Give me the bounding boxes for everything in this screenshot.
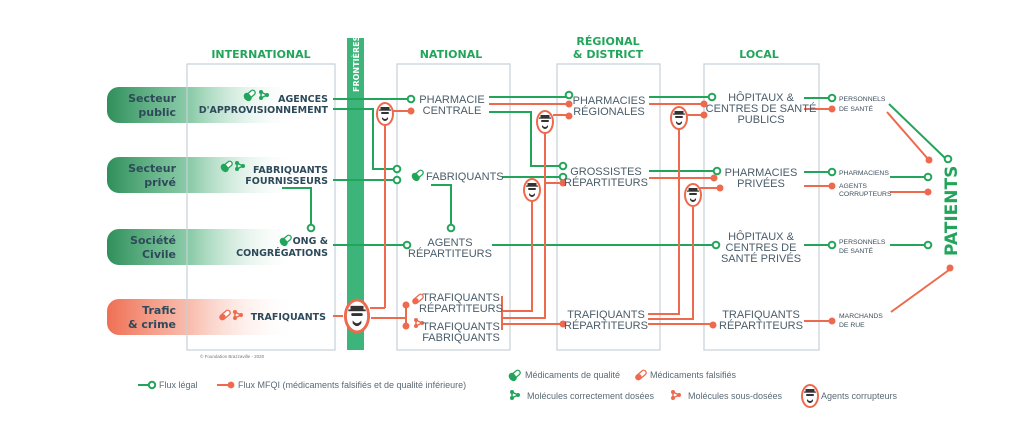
quality-medicine-icon xyxy=(409,168,425,184)
sector-band-civile: Société Civile xyxy=(107,229,297,265)
svg-text:Molécules correctement dosées: Molécules correctement dosées xyxy=(527,391,655,401)
node-trafiquants-fabriquants: FABRIQUANTS xyxy=(422,332,500,344)
column-header-regional: RÉGIONAL xyxy=(576,35,639,48)
copyright: © Foundation Brazzaville - 2020 xyxy=(200,353,265,359)
node-hopitaux-publics: CENTRES DE SANTÉ xyxy=(706,102,817,115)
node-trafiquants-local: TRAFIQUANTS xyxy=(722,309,800,321)
node-hopitaux-prives: CENTRES DE xyxy=(726,242,797,254)
correct-molecule-icon xyxy=(509,389,521,401)
corrupt-agent-icon xyxy=(523,178,541,202)
actor-personnels-sante: PERSONNELS xyxy=(839,96,886,103)
column-box-local xyxy=(703,63,820,351)
actor-agents-corrupteurs: CORRUPTEURS xyxy=(839,191,892,198)
corrupt-agent-frontier-icon xyxy=(343,298,371,334)
corrupt-agent-icon xyxy=(376,102,394,126)
node-fabriquants-fournisseurs: FOURNISSEURS xyxy=(245,176,328,187)
sector-label: Secteur xyxy=(128,162,176,175)
quality-medicine-icon xyxy=(506,368,522,384)
column-header-regional: & DISTRICT xyxy=(573,48,644,61)
node-grossistes: RÉPARTITEURS xyxy=(564,176,648,189)
svg-text:Agents corrupteurs: Agents corrupteurs xyxy=(821,391,898,401)
legal-flows xyxy=(282,96,946,246)
legend-mol-correct: Molécules correctement dosées xyxy=(509,389,655,401)
node-ong: ONG & xyxy=(293,236,328,247)
legend-med-qualite: Médicaments de qualité xyxy=(506,368,620,384)
node-fabriquants-national: FABRIQUANTS xyxy=(426,171,504,183)
node-hopitaux-publics: PUBLICS xyxy=(737,114,784,126)
svg-text:Flux MFQI (médicaments falsifi: Flux MFQI (médicaments falsifiés et de q… xyxy=(238,380,466,390)
column-header-local: LOCAL xyxy=(739,48,779,61)
sector-band-prive: Secteur privé xyxy=(107,157,297,193)
column-header-international: INTERNATIONAL xyxy=(211,48,310,61)
sector-label: public xyxy=(138,106,176,119)
sector-label: Secteur xyxy=(128,92,176,105)
node-pharmacies-regionales: PHARMACIES xyxy=(573,95,646,107)
legend: Flux légal Flux MFQI (médicaments falsif… xyxy=(138,368,898,408)
node-pharmacie-centrale: PHARMACIE xyxy=(419,94,484,106)
column-box-national xyxy=(396,63,511,351)
node-trafiquants-local: RÉPARTITEURS xyxy=(719,319,803,332)
node-agences: AGENCES xyxy=(278,94,328,105)
corrupt-agent-icon xyxy=(801,384,819,408)
node-pharmacies-regionales: RÉGIONALES xyxy=(573,105,645,118)
legend-agents-corr: Agents corrupteurs xyxy=(801,384,898,408)
svg-text:Médicaments de qualité: Médicaments de qualité xyxy=(525,370,620,380)
actor-marchands-rue: MARCHANDS xyxy=(839,313,883,320)
actor-agents-corrupteurs: AGENTS xyxy=(839,183,867,190)
falsified-medicine-icon xyxy=(634,368,648,382)
node-fabriquants-fournisseurs: FABRIQUANTS xyxy=(253,165,328,176)
node-grossistes: GROSSISTES xyxy=(570,166,642,178)
node-agents-repartiteurs: AGENTS xyxy=(427,237,472,249)
sector-label: & crime xyxy=(128,318,176,331)
node-pharmacies-privees: PHARMACIES xyxy=(725,167,798,179)
node-trafiquants-regional: RÉPARTITEURS xyxy=(564,319,648,332)
legend-mol-sous: Molécules sous-dosées xyxy=(670,389,783,401)
node-ong: CONGRÉGATIONS xyxy=(236,247,328,259)
node-trafiquants-fabriquants: TRAFIQUANTS xyxy=(422,321,500,333)
actor-personnels-sante: DE SANTÉ xyxy=(839,104,873,113)
node-agents-repartiteurs: RÉPARTITEURS xyxy=(408,247,492,260)
patients-label: PATIENTS xyxy=(942,166,962,256)
legal-nodes xyxy=(306,90,953,250)
underdosed-molecule-icon xyxy=(670,389,682,401)
mfqi-flows xyxy=(333,103,950,330)
svg-text:Molécules sous-dosées: Molécules sous-dosées xyxy=(688,391,783,401)
actor-marchands-rue: DE RUE xyxy=(839,322,865,329)
svg-text:Médicaments falsifiés: Médicaments falsifiés xyxy=(650,370,737,380)
node-trafiquants-repartiteurs: RÉPARTITEURS xyxy=(419,302,503,315)
node-hopitaux-prives: HÔPITAUX & xyxy=(728,230,794,243)
frontieres-bar xyxy=(347,38,364,350)
column-box-international xyxy=(186,63,336,351)
node-agences: D'APPROVISIONNEMENT xyxy=(199,105,329,116)
node-hopitaux-publics: HÔPITAUX & xyxy=(728,91,794,104)
node-hopitaux-prives: SANTÉ PRIVÉS xyxy=(721,252,801,265)
column-box-regional xyxy=(556,63,661,351)
node-pharmacies-privees: PRIVÉES xyxy=(737,177,785,190)
actor-pharmaciens: PHARMACIENS xyxy=(839,170,889,177)
legend-flux-legal: Flux légal xyxy=(138,380,198,390)
svg-text:Flux légal: Flux légal xyxy=(159,380,198,390)
corrupt-agent-icon xyxy=(684,183,702,207)
corrupt-agent-icon xyxy=(670,106,688,130)
sector-label: Société xyxy=(130,234,176,247)
node-trafiquants: TRAFIQUANTS xyxy=(251,312,326,323)
corrupt-agent-icon xyxy=(536,110,554,134)
sector-label: Trafic xyxy=(142,304,176,317)
sector-band-trafic: Trafic & crime xyxy=(107,299,297,335)
node-pharmacie-centrale: CENTRALE xyxy=(423,105,482,117)
legend-flux-mfqi: Flux MFQI (médicaments falsifiés et de q… xyxy=(217,380,466,390)
actor-personnels-sante-prive: PERSONNELS xyxy=(839,239,886,246)
sector-label: Civile xyxy=(142,248,176,261)
sector-label: privé xyxy=(144,176,176,189)
column-header-national: NATIONAL xyxy=(420,48,483,61)
mfqi-nodes xyxy=(402,100,954,330)
frontieres-label: FRONTIÈRES xyxy=(350,35,361,92)
node-trafiquants-regional: TRAFIQUANTS xyxy=(567,309,645,321)
actor-personnels-sante-prive: DE SANTÉ xyxy=(839,246,873,255)
node-trafiquants-repartiteurs: TRAFIQUANTS xyxy=(422,292,500,304)
legend-med-falsifies: Médicaments falsifiés xyxy=(634,368,737,382)
